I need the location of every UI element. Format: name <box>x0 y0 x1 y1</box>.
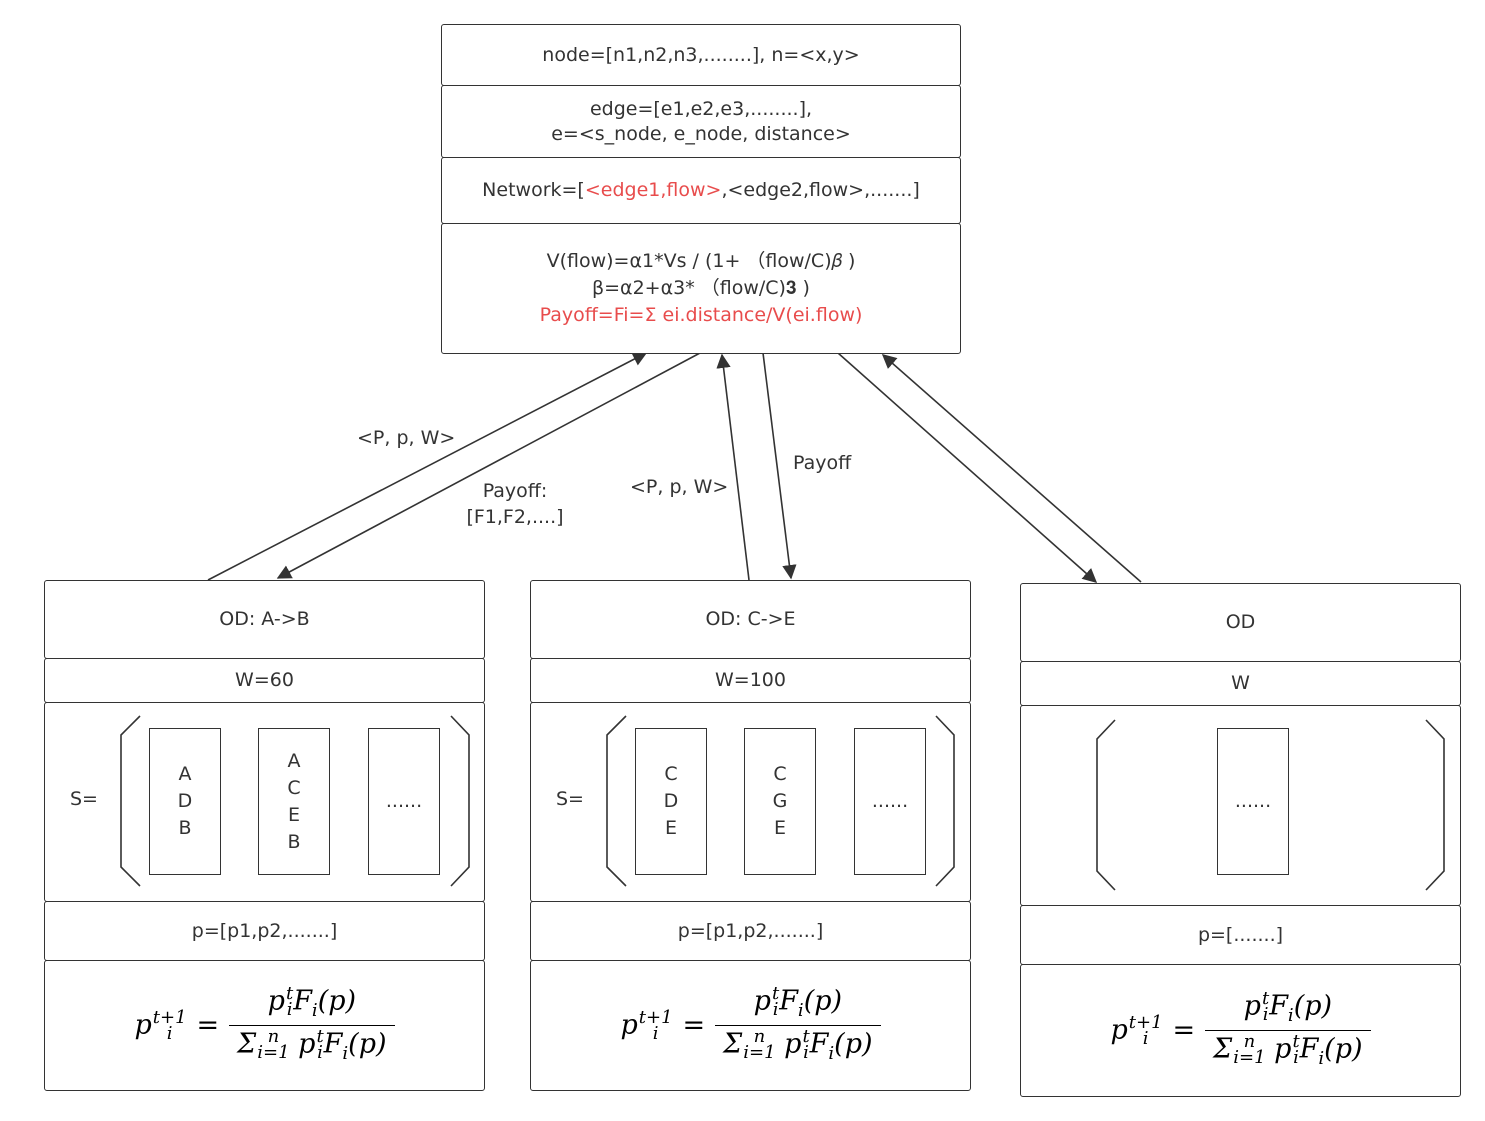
arrow-network-to-od2 <box>762 352 797 580</box>
formula-box: V(flow)=α1*Vs / (1+ （flow/C)𝛽 ) β=α2+α3*… <box>441 223 961 354</box>
arrow-network-to-od3 <box>837 352 1098 583</box>
edge-box: edge=[e1,e2,e3,........], e=<s_node, e_n… <box>441 85 961 158</box>
od1-route-more: ...... <box>368 728 440 875</box>
network-text: Network=[<edge1,flow>,<edge2,flow>,.....… <box>482 179 920 201</box>
network-highlight: <edge1,flow> <box>584 179 722 201</box>
od3-route-more: ...... <box>1217 728 1289 875</box>
label-left-up: <P, p, W> <box>357 427 456 449</box>
payoff-formula: Payoff=Fi=Σ ei.distance/V(ei.flow) <box>539 304 863 326</box>
od2-header: OD: C->E <box>530 580 971 659</box>
beta-formula: β=α2+α3* （flow/C)𝟑 ) <box>592 277 810 299</box>
od1-probabilities: p=[p1,p2,.......] <box>44 901 485 961</box>
velocity-formula: V(flow)=α1*Vs / (1+ （flow/C)𝛽 ) <box>546 250 856 272</box>
arrow-network-to-od1 <box>276 352 701 579</box>
edge-text-2: e=<s_node, e_node, distance> <box>551 122 851 145</box>
label-mid-down: Payoff <box>793 452 852 474</box>
od2-route-more: ...... <box>854 728 926 875</box>
arrow-od2-to-network <box>716 353 750 581</box>
od2-s-label: S= <box>556 788 584 810</box>
od1-s-label: S= <box>70 788 98 810</box>
od3-header: OD <box>1020 583 1461 662</box>
od2-probabilities: p=[p1,p2,.......] <box>530 901 971 961</box>
label-left-down: Payoff: [F1,F2,....] <box>466 480 564 528</box>
node-text: node=[n1,n2,n3,........], n=<x,y> <box>542 43 860 66</box>
edge-text-1: edge=[e1,e2,e3,........], <box>589 97 813 120</box>
od3-probabilities: p=[.......] <box>1020 905 1461 965</box>
network-box: Network=[<edge1,flow>,<edge2,flow>,.....… <box>441 157 961 224</box>
arrow-od1-to-network <box>207 352 648 581</box>
arrow-od3-to-network <box>881 354 1142 583</box>
od3-weight: W <box>1020 661 1461 706</box>
label-mid-up: <P, p, W> <box>630 476 729 498</box>
